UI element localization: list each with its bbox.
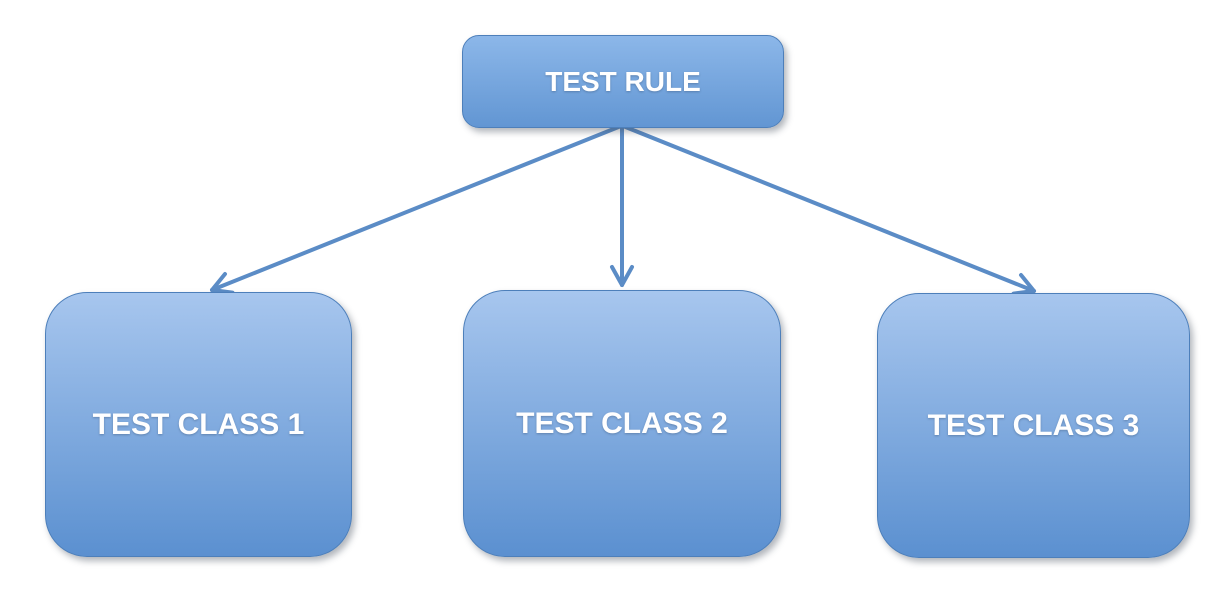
node-test-class-2-label: TEST CLASS 2 bbox=[516, 406, 728, 440]
node-test-rule-label: TEST RULE bbox=[545, 65, 701, 97]
node-test-class-3-label: TEST CLASS 3 bbox=[927, 408, 1140, 442]
node-test-class-1-label: TEST CLASS 1 bbox=[92, 407, 305, 441]
node-test-class-3: TEST CLASS 3 bbox=[877, 293, 1190, 558]
node-test-rule: TEST RULE bbox=[462, 35, 784, 128]
node-test-class-2: TEST CLASS 2 bbox=[463, 290, 781, 557]
node-test-class-1: TEST CLASS 1 bbox=[45, 292, 352, 557]
arrow-root-to-class-3 bbox=[621, 124, 1036, 296]
arrow-root-to-class-1 bbox=[210, 124, 623, 295]
